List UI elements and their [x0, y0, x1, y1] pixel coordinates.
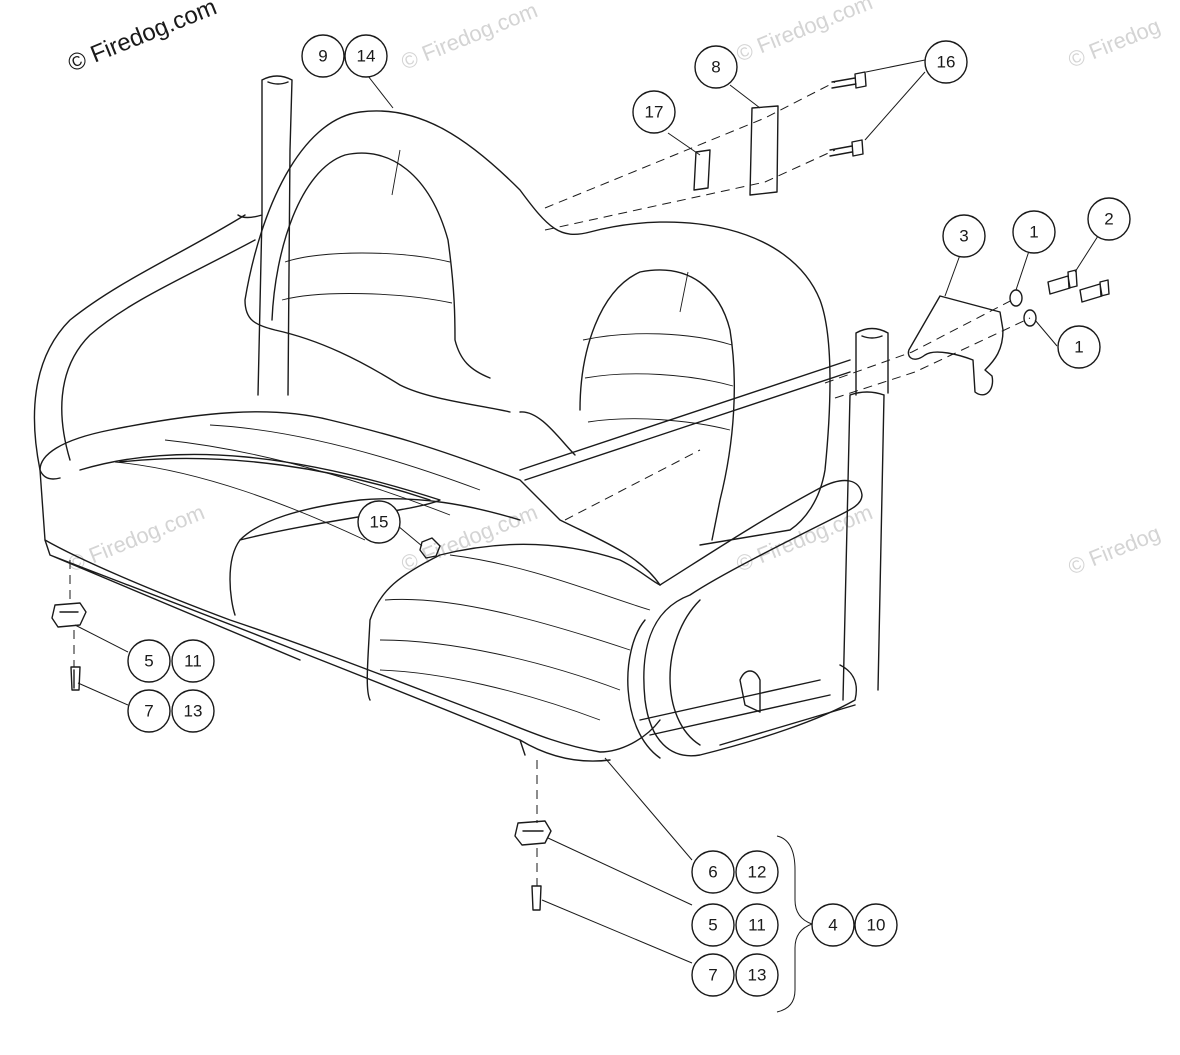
svg-text:15: 15: [370, 513, 389, 532]
callout: 10: [854, 903, 898, 947]
svg-text:3: 3: [959, 227, 968, 246]
bracket: [907, 295, 1004, 396]
callout: 13: [735, 953, 779, 997]
svg-text:8: 8: [711, 58, 720, 77]
svg-text:7: 7: [144, 702, 153, 721]
callout: 15: [357, 500, 401, 544]
callout: 14: [344, 34, 388, 78]
backrest: [244, 110, 831, 546]
svg-text:1: 1: [1029, 223, 1038, 242]
seat-cushion: [39, 411, 661, 753]
svg-text:17: 17: [645, 103, 664, 122]
callout: 3: [942, 214, 986, 258]
callout: 7: [691, 953, 735, 997]
right-rail: [639, 679, 856, 746]
bolt: [831, 71, 867, 89]
watermark: © Firedog.com: [733, 499, 876, 576]
svg-text:12: 12: [748, 863, 767, 882]
backrest-inner-left: [271, 152, 491, 379]
watermark-layer: © Firedog.com © Firedog.com © Firedog © …: [65, 0, 1164, 580]
watermark: © Firedog.com: [733, 0, 876, 67]
screw: [531, 885, 542, 911]
callout: 11: [735, 903, 779, 947]
callout: 11: [171, 639, 215, 683]
svg-text:13: 13: [748, 966, 767, 985]
callout: 7: [127, 689, 171, 733]
svg-text:6: 6: [708, 863, 717, 882]
svg-text:4: 4: [828, 916, 837, 935]
backrest-inner-right: [579, 269, 736, 541]
watermark: © Firedog.com: [398, 0, 541, 75]
svg-text:10: 10: [867, 916, 886, 935]
watermark: © Firedog: [1065, 13, 1164, 72]
seat-base: [44, 539, 611, 762]
bolt: [829, 139, 864, 157]
assembly-lines: [69, 81, 1031, 886]
svg-text:2: 2: [1104, 210, 1113, 229]
copyright-text: © Firedog.com: [64, 0, 220, 78]
clip: [51, 602, 87, 628]
svg-text:14: 14: [357, 47, 376, 66]
label-17: [693, 149, 711, 191]
leader-lines: [74, 59, 1099, 1013]
watermark: © Firedog.com: [398, 499, 541, 576]
svg-text:1: 1: [1074, 338, 1083, 357]
svg-text:7: 7: [708, 966, 717, 985]
watermark: © Firedog: [1065, 520, 1164, 579]
callouts: 9 14 8 16 17 3 1 2 1 15 5 11 7 13 6 12 5…: [127, 34, 1131, 997]
callout: 5: [127, 639, 171, 683]
callout: 17: [632, 90, 676, 134]
backrest-plate: [749, 105, 779, 196]
svg-text:13: 13: [184, 702, 203, 721]
callout: 16: [924, 40, 968, 84]
right-post: [842, 327, 889, 701]
callout: 12: [735, 850, 779, 894]
left-post: [237, 75, 293, 396]
nut: [419, 537, 441, 559]
hinge-tab: [739, 670, 761, 713]
callout: 2: [1087, 197, 1131, 241]
watermark: © Firedog.com: [65, 499, 208, 576]
callout: 1: [1057, 325, 1101, 369]
svg-text:16: 16: [937, 53, 956, 72]
callout: 9: [301, 34, 345, 78]
callout: 6: [691, 850, 735, 894]
left-armrest: [33, 214, 256, 480]
callout: 8: [694, 45, 738, 89]
svg-text:5: 5: [144, 652, 153, 671]
callout: 13: [171, 689, 215, 733]
seat-assembly: [33, 71, 1110, 911]
svg-text:9: 9: [318, 47, 327, 66]
clip: [514, 820, 552, 846]
svg-text:11: 11: [184, 652, 202, 671]
callout: 1: [1012, 210, 1056, 254]
right-armrest: [627, 479, 863, 759]
callout: 5: [691, 903, 735, 947]
svg-text:5: 5: [708, 916, 717, 935]
svg-text:11: 11: [748, 916, 766, 935]
callout: 4: [811, 903, 855, 947]
screw: [70, 666, 81, 691]
